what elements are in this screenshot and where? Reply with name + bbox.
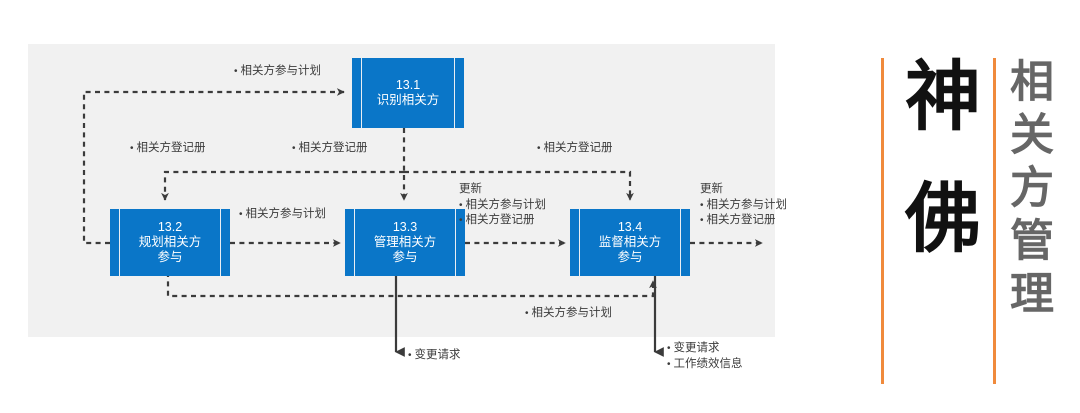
label-update-after-13-3: 更新 相关方参与计划 相关方登记册 <box>459 182 546 229</box>
label-header: 更新 <box>459 183 482 195</box>
process-name: 识别相关方 <box>376 93 440 107</box>
title-rule-left <box>881 58 884 384</box>
process-box-13-1[interactable]: 13.1 识别相关方 <box>352 58 464 128</box>
label-plan-13-2-to-13-3: 相关方参与计划 <box>239 207 326 223</box>
process-box-13-4[interactable]: 13.4 监督相关方 参与 <box>570 209 690 276</box>
label-registry-left: 相关方登记册 <box>130 141 206 157</box>
label-text: 相关方登记册 <box>292 142 368 154</box>
process-name-line2: 参与 <box>617 249 643 264</box>
label-text: 变更请求 <box>408 349 461 361</box>
process-box-13-2[interactable]: 13.2 规划相关方 参与 <box>110 209 230 276</box>
process-box-13-3[interactable]: 13.3 管理相关方 参与 <box>345 209 465 276</box>
label-header: 更新 <box>700 183 723 195</box>
process-name-line1: 规划相关方 <box>138 235 202 250</box>
label-registry-mid: 相关方登记册 <box>292 141 368 157</box>
label-text: 相关方参与计划 <box>234 65 321 77</box>
label-text: 相关方登记册 <box>537 142 613 154</box>
process-number: 13.4 <box>617 220 643 235</box>
label-item-2: 工作绩效信息 <box>667 357 743 373</box>
title-rule-right <box>993 58 996 384</box>
title-brand: 神佛 <box>893 56 978 300</box>
process-number: 13.1 <box>395 78 421 93</box>
label-text: 相关方参与计划 <box>525 307 612 319</box>
process-number: 13.2 <box>157 220 183 235</box>
process-name-line2: 参与 <box>392 249 418 264</box>
label-output-13-3: 变更请求 <box>408 348 461 364</box>
title-subject: 相关方管理 <box>1003 58 1052 323</box>
process-number: 13.3 <box>392 220 418 235</box>
label-registry-right: 相关方登记册 <box>537 141 613 157</box>
label-output-13-4: 变更请求 工作绩效信息 <box>667 341 743 372</box>
process-name-line2: 参与 <box>157 249 183 264</box>
label-into-13-1: 相关方参与计划 <box>234 64 321 80</box>
label-item-1: 相关方参与计划 <box>700 198 788 214</box>
label-text: 相关方登记册 <box>130 142 206 154</box>
label-item-1: 变更请求 <box>667 341 743 357</box>
label-text: 相关方参与计划 <box>239 208 326 220</box>
process-name-line1: 监督相关方 <box>598 235 662 250</box>
process-name-line1: 管理相关方 <box>373 235 437 250</box>
label-item-2: 相关方登记册 <box>459 213 546 229</box>
label-item-1: 相关方参与计划 <box>459 198 547 214</box>
label-plan-bottom-loop: 相关方参与计划 <box>525 306 612 322</box>
label-update-after-13-4: 更新 相关方参与计划 相关方登记册 <box>700 182 787 229</box>
label-item-2: 相关方登记册 <box>700 213 787 229</box>
